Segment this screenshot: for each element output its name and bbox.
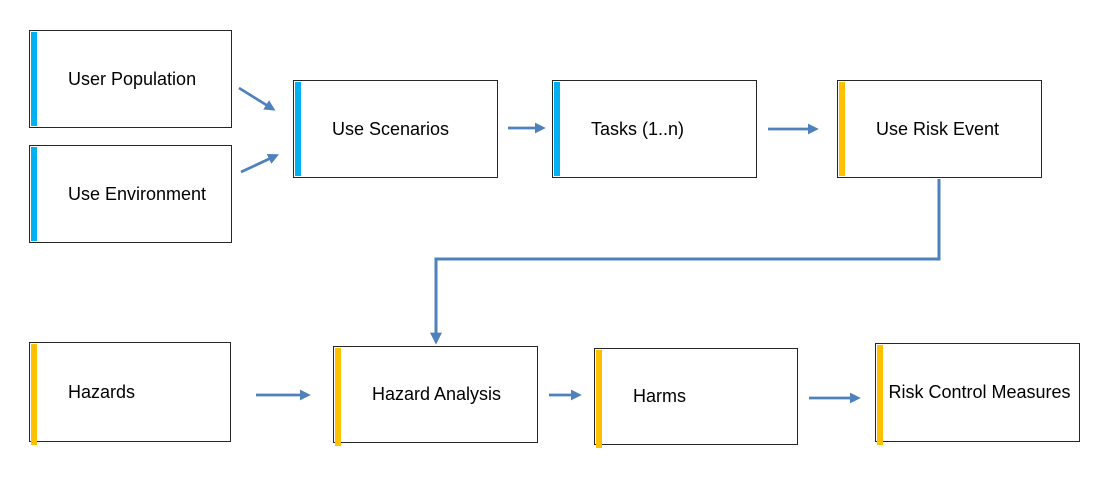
accent-bar	[295, 82, 301, 176]
node-use-scenarios: Use Scenarios	[293, 80, 498, 178]
accent-bar	[596, 350, 602, 448]
node-label: Use Risk Event	[876, 118, 1000, 139]
accent-bar	[31, 32, 37, 126]
node-label: Hazard Analysis	[372, 384, 502, 405]
accent-bar	[877, 345, 883, 445]
accent-bar	[554, 82, 560, 176]
node-label: Use Environment	[68, 183, 207, 204]
node-label: Harms	[633, 386, 686, 407]
accent-bar	[31, 147, 37, 241]
node-label: Hazards	[68, 381, 136, 402]
arrow-use-risk-event-to-hazard-analysis	[430, 179, 941, 345]
accent-bar	[335, 348, 341, 446]
accent-bar	[31, 344, 37, 445]
node-label: User Population	[68, 68, 197, 89]
node-use-environment: Use Environment	[29, 145, 232, 243]
node-label: Tasks (1..n)	[591, 118, 685, 139]
node-hazards: Hazards	[29, 342, 231, 445]
node-label: Use Scenarios	[332, 118, 450, 139]
node-label: Risk Control Measures	[888, 382, 1071, 403]
arrow-user-population-to-use-scenarios	[238, 86, 276, 111]
node-hazard-analysis: Hazard Analysis	[333, 346, 538, 446]
node-tasks: Tasks (1..n)	[552, 80, 757, 178]
node-risk-control-measures: Risk Control Measures	[875, 343, 1080, 445]
node-harms: Harms	[594, 348, 798, 448]
node-use-risk-event: Use Risk Event	[837, 80, 1042, 178]
node-user-population: User Population	[29, 30, 232, 128]
arrow-use-environment-to-use-scenarios	[240, 153, 279, 174]
accent-bar	[839, 82, 845, 176]
